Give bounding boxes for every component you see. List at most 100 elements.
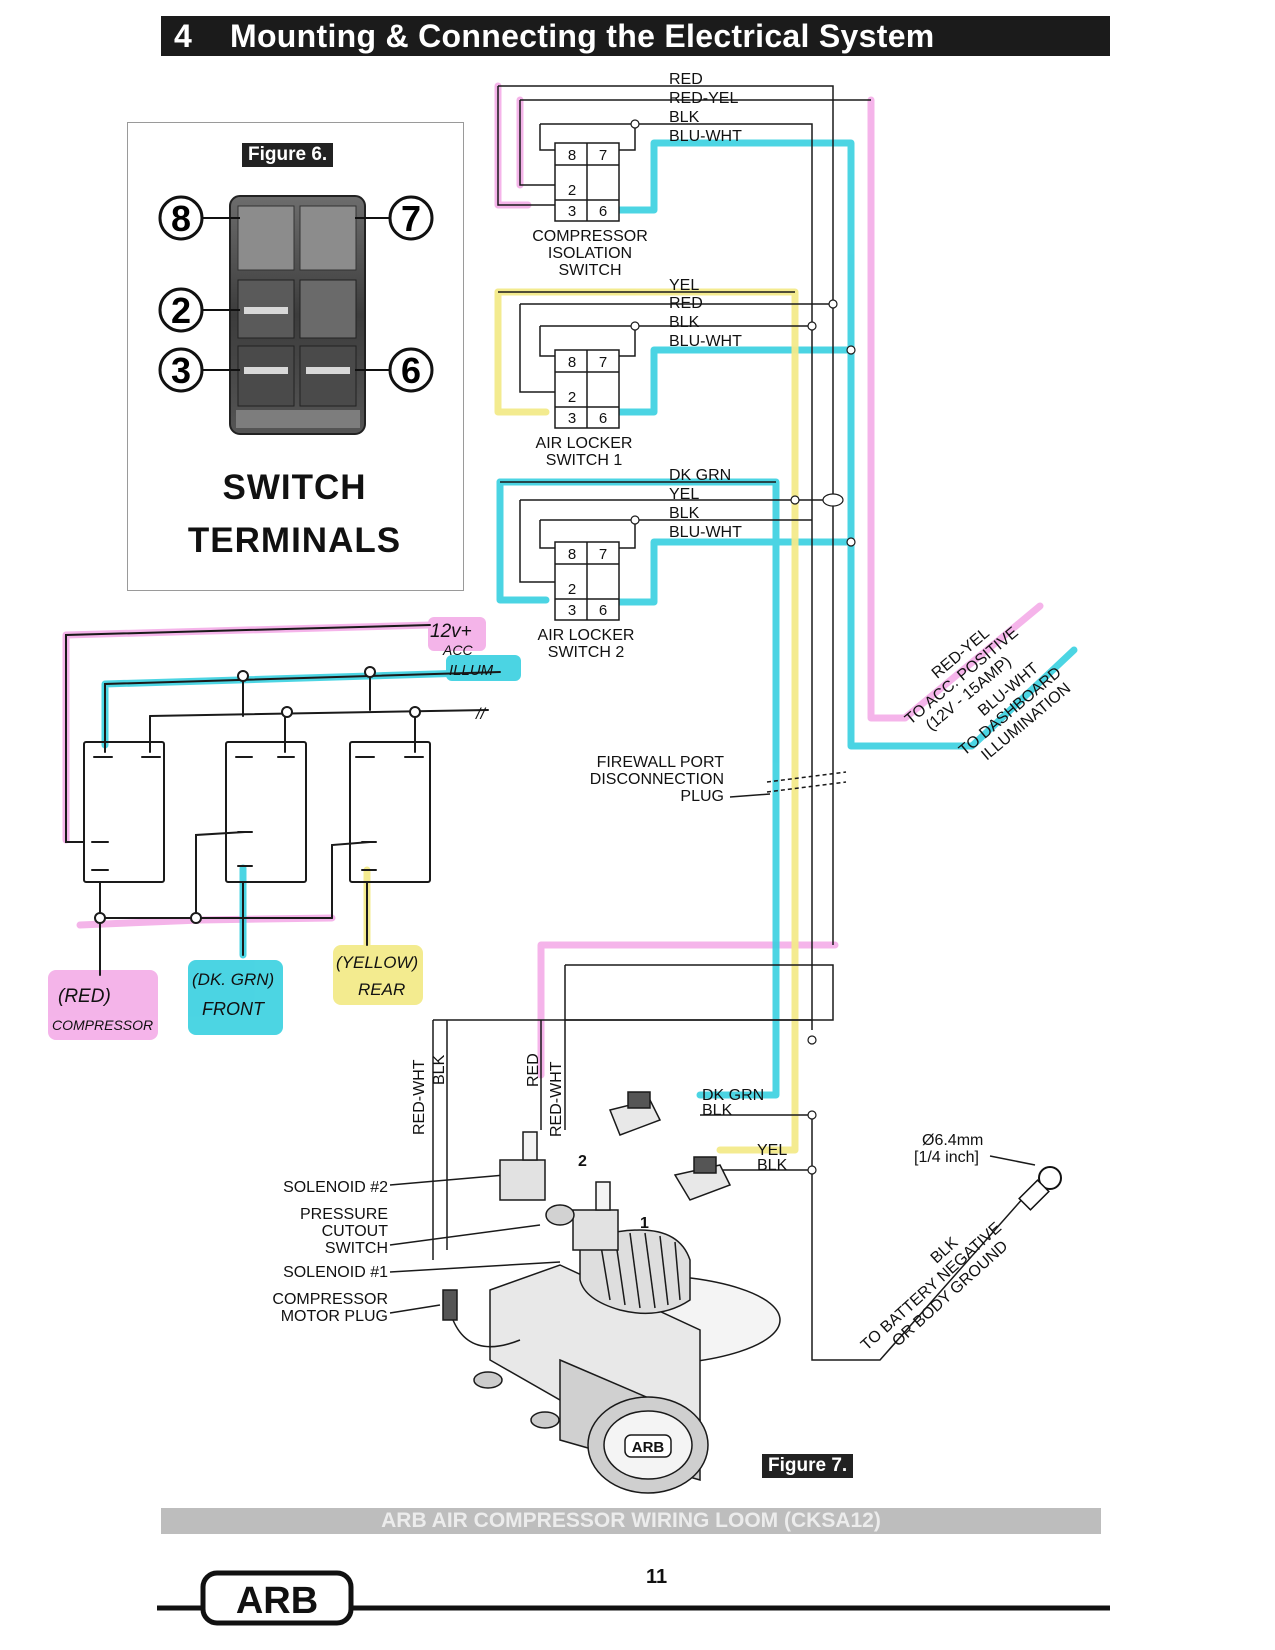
- diagram-label: SWITCH: [325, 1240, 388, 1257]
- compressor-isolation-switch-body: [554, 142, 620, 222]
- diagram-label: (DK. GRN): [192, 970, 274, 989]
- terminal-8-callout: 8: [158, 195, 204, 241]
- diagram-label: RED-WHT: [548, 1061, 565, 1137]
- diagram-label: ARB: [236, 1580, 318, 1622]
- figure-6-panel: [127, 122, 464, 591]
- loom-title-band: [161, 1508, 1101, 1534]
- diagram-label: BLK: [702, 1102, 733, 1119]
- diagram-label: (YELLOW): [336, 953, 418, 972]
- diagram-label: 7: [599, 147, 607, 164]
- switch-terminals-title-line2: TERMINALS: [187, 521, 402, 560]
- diagram-label: DISCONNECTION: [590, 771, 724, 788]
- diagram-label: BLK: [669, 314, 700, 331]
- diagram-label: RED: [525, 1053, 542, 1087]
- page-number: 11: [646, 1566, 668, 1588]
- diagram-label: CUTOUT: [322, 1223, 389, 1240]
- diagram-label: RED-WHT: [411, 1059, 428, 1135]
- diagram-label: REAR: [358, 980, 405, 999]
- compressor-illustration: ARB: [442, 1091, 781, 1494]
- diagram-label: 3: [171, 350, 191, 391]
- diagram-label: SOLENOID #1: [283, 1264, 388, 1281]
- diagram-label: 6: [599, 203, 607, 220]
- diagram-label: ISOLATION: [548, 245, 632, 262]
- diagram-label: RED: [669, 71, 703, 88]
- diagram-label: BLK: [669, 109, 700, 126]
- wire-labels: RED RED-YEL BLK BLU-WHT YEL RED BLK BLU-…: [669, 71, 742, 541]
- diagram-label: RED: [669, 295, 703, 312]
- loom-title: ARB AIR COMPRESSOR WIRING LOOM (CKSA12): [381, 1509, 881, 1532]
- diagram-label: 8: [568, 147, 576, 164]
- diagram-label: SWITCH 2: [548, 644, 625, 661]
- section-title: Mounting & Connecting the Electrical Sys…: [230, 18, 935, 54]
- diagram-label: COMPRESSOR: [52, 1017, 153, 1033]
- diagram-label: SOLENOID #2: [283, 1179, 388, 1196]
- diagram-label: AIR LOCKER: [538, 627, 635, 644]
- terminal-6-callout: 6: [388, 347, 434, 393]
- handwritten-notes: 12v+ ACC ILLUM // (RED) COMPRESSOR (DK. …: [52, 621, 494, 1033]
- diagram-label: (RED): [58, 986, 111, 1007]
- diagram-label: DK GRN: [669, 467, 731, 484]
- diagram-label: PLUG: [680, 788, 724, 805]
- diagram-label: 2: [568, 389, 576, 406]
- battery-ground-label: BLK TO BATTERY NEGATIVE OR BODY GROUND: [858, 1219, 1012, 1354]
- section-header-bar: [161, 16, 1110, 56]
- diagram-label: 3: [568, 602, 576, 619]
- diagram-label: 3: [568, 410, 576, 427]
- air-locker-switch-1-body: [554, 349, 620, 429]
- printed-wiring: [389, 85, 1036, 1361]
- diagram-label: BLK: [669, 505, 700, 522]
- diagram-label: FRONT: [202, 999, 266, 1019]
- diagram-label: ACC: [442, 642, 473, 658]
- diagram-label: 12v+: [430, 621, 472, 642]
- diagram-label: 6: [599, 602, 607, 619]
- diagram-label: BLU-WHT: [669, 333, 742, 350]
- diagram-label: 8: [568, 354, 576, 371]
- ground-ring-label: Ø6.4mm [1/4 inch]: [914, 1132, 1062, 1211]
- diagram-label: 6: [401, 350, 421, 391]
- rocker-switch-photo: [229, 195, 366, 435]
- terminal-3-callout: 3: [158, 347, 204, 393]
- diagram-label: ILLUM: [449, 662, 494, 679]
- diagram-label: YEL: [669, 486, 699, 503]
- diagram-label: SWITCH: [558, 262, 621, 279]
- diagram-label: Ø6.4mm: [922, 1132, 983, 1149]
- diagram-label: [1/4 inch]: [914, 1149, 979, 1166]
- handwritten-sketch: [65, 624, 501, 976]
- component-labels: SOLENOID #2 PRESSURE CUTOUT SWITCH SOLEN…: [272, 1179, 388, 1325]
- diagram-label: BLU-WHT: [669, 128, 742, 145]
- diagram-label: BLK: [431, 1054, 448, 1085]
- terminal-7-callout: 7: [388, 195, 434, 241]
- diagram-label: COMPRESSOR: [272, 1291, 388, 1308]
- switch-terminals-title: SWITCH: [222, 468, 367, 507]
- figure-7-caption: Figure 7.: [762, 1454, 854, 1478]
- diagram-label: 2: [171, 290, 191, 331]
- diagram-label: BLK: [757, 1157, 788, 1174]
- diagram-label: SWITCH 1: [546, 452, 623, 469]
- diagram-label: //: [475, 706, 486, 723]
- terminal-callouts: [200, 217, 390, 371]
- wire-junction-dots: [630, 119, 856, 1175]
- diagram-label: YEL: [757, 1142, 787, 1159]
- diagram-label: FIREWALL PORT: [597, 754, 725, 771]
- section-number: 4: [174, 18, 192, 54]
- vertical-wire-labels: RED-WHT BLK RED RED-WHT: [411, 1053, 565, 1137]
- diagram-label: 6: [599, 410, 607, 427]
- diagram-label: ARB: [632, 1439, 665, 1456]
- diagram-label: PRESSURE: [300, 1206, 388, 1223]
- diagram-label: BLU-WHT: [669, 524, 742, 541]
- diagram-label: 2: [568, 182, 576, 199]
- solenoid-numbers: 2 1: [578, 1153, 649, 1232]
- diagram-label: 2: [578, 1153, 587, 1170]
- diagram-label: 8: [568, 546, 576, 563]
- diagram-label: YEL: [669, 277, 699, 294]
- diagram-label: TO BATTERY NEGATIVE: [858, 1219, 1005, 1354]
- diagram-label: 7: [401, 198, 421, 239]
- diagram-label: 1: [640, 1215, 649, 1232]
- diagram-label: AIR LOCKER: [536, 435, 633, 452]
- arb-logo: ARB: [200, 1570, 354, 1626]
- diagram-label: 7: [599, 354, 607, 371]
- diagram-label: 7: [599, 546, 607, 563]
- diagram-label: RED-YEL: [669, 90, 738, 107]
